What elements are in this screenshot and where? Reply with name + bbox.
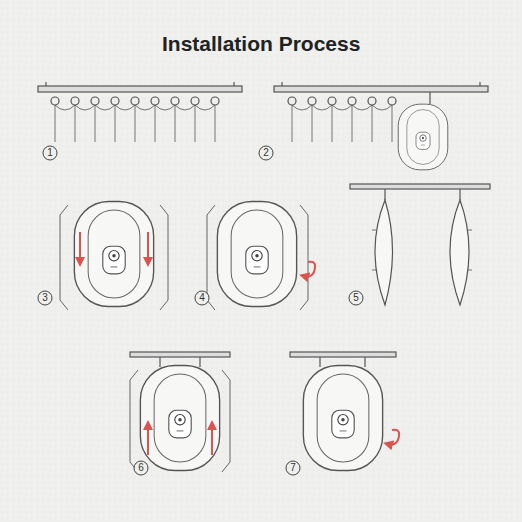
step-number: 6 [134, 461, 148, 475]
step-number: 1 [43, 146, 57, 160]
step-number: 7 [286, 461, 300, 475]
diagram-title: Installation Process [162, 32, 360, 56]
step-number: 5 [349, 291, 363, 305]
step-number: 2 [259, 146, 273, 160]
step-number: 4 [195, 291, 209, 305]
step-number: 3 [38, 291, 52, 305]
